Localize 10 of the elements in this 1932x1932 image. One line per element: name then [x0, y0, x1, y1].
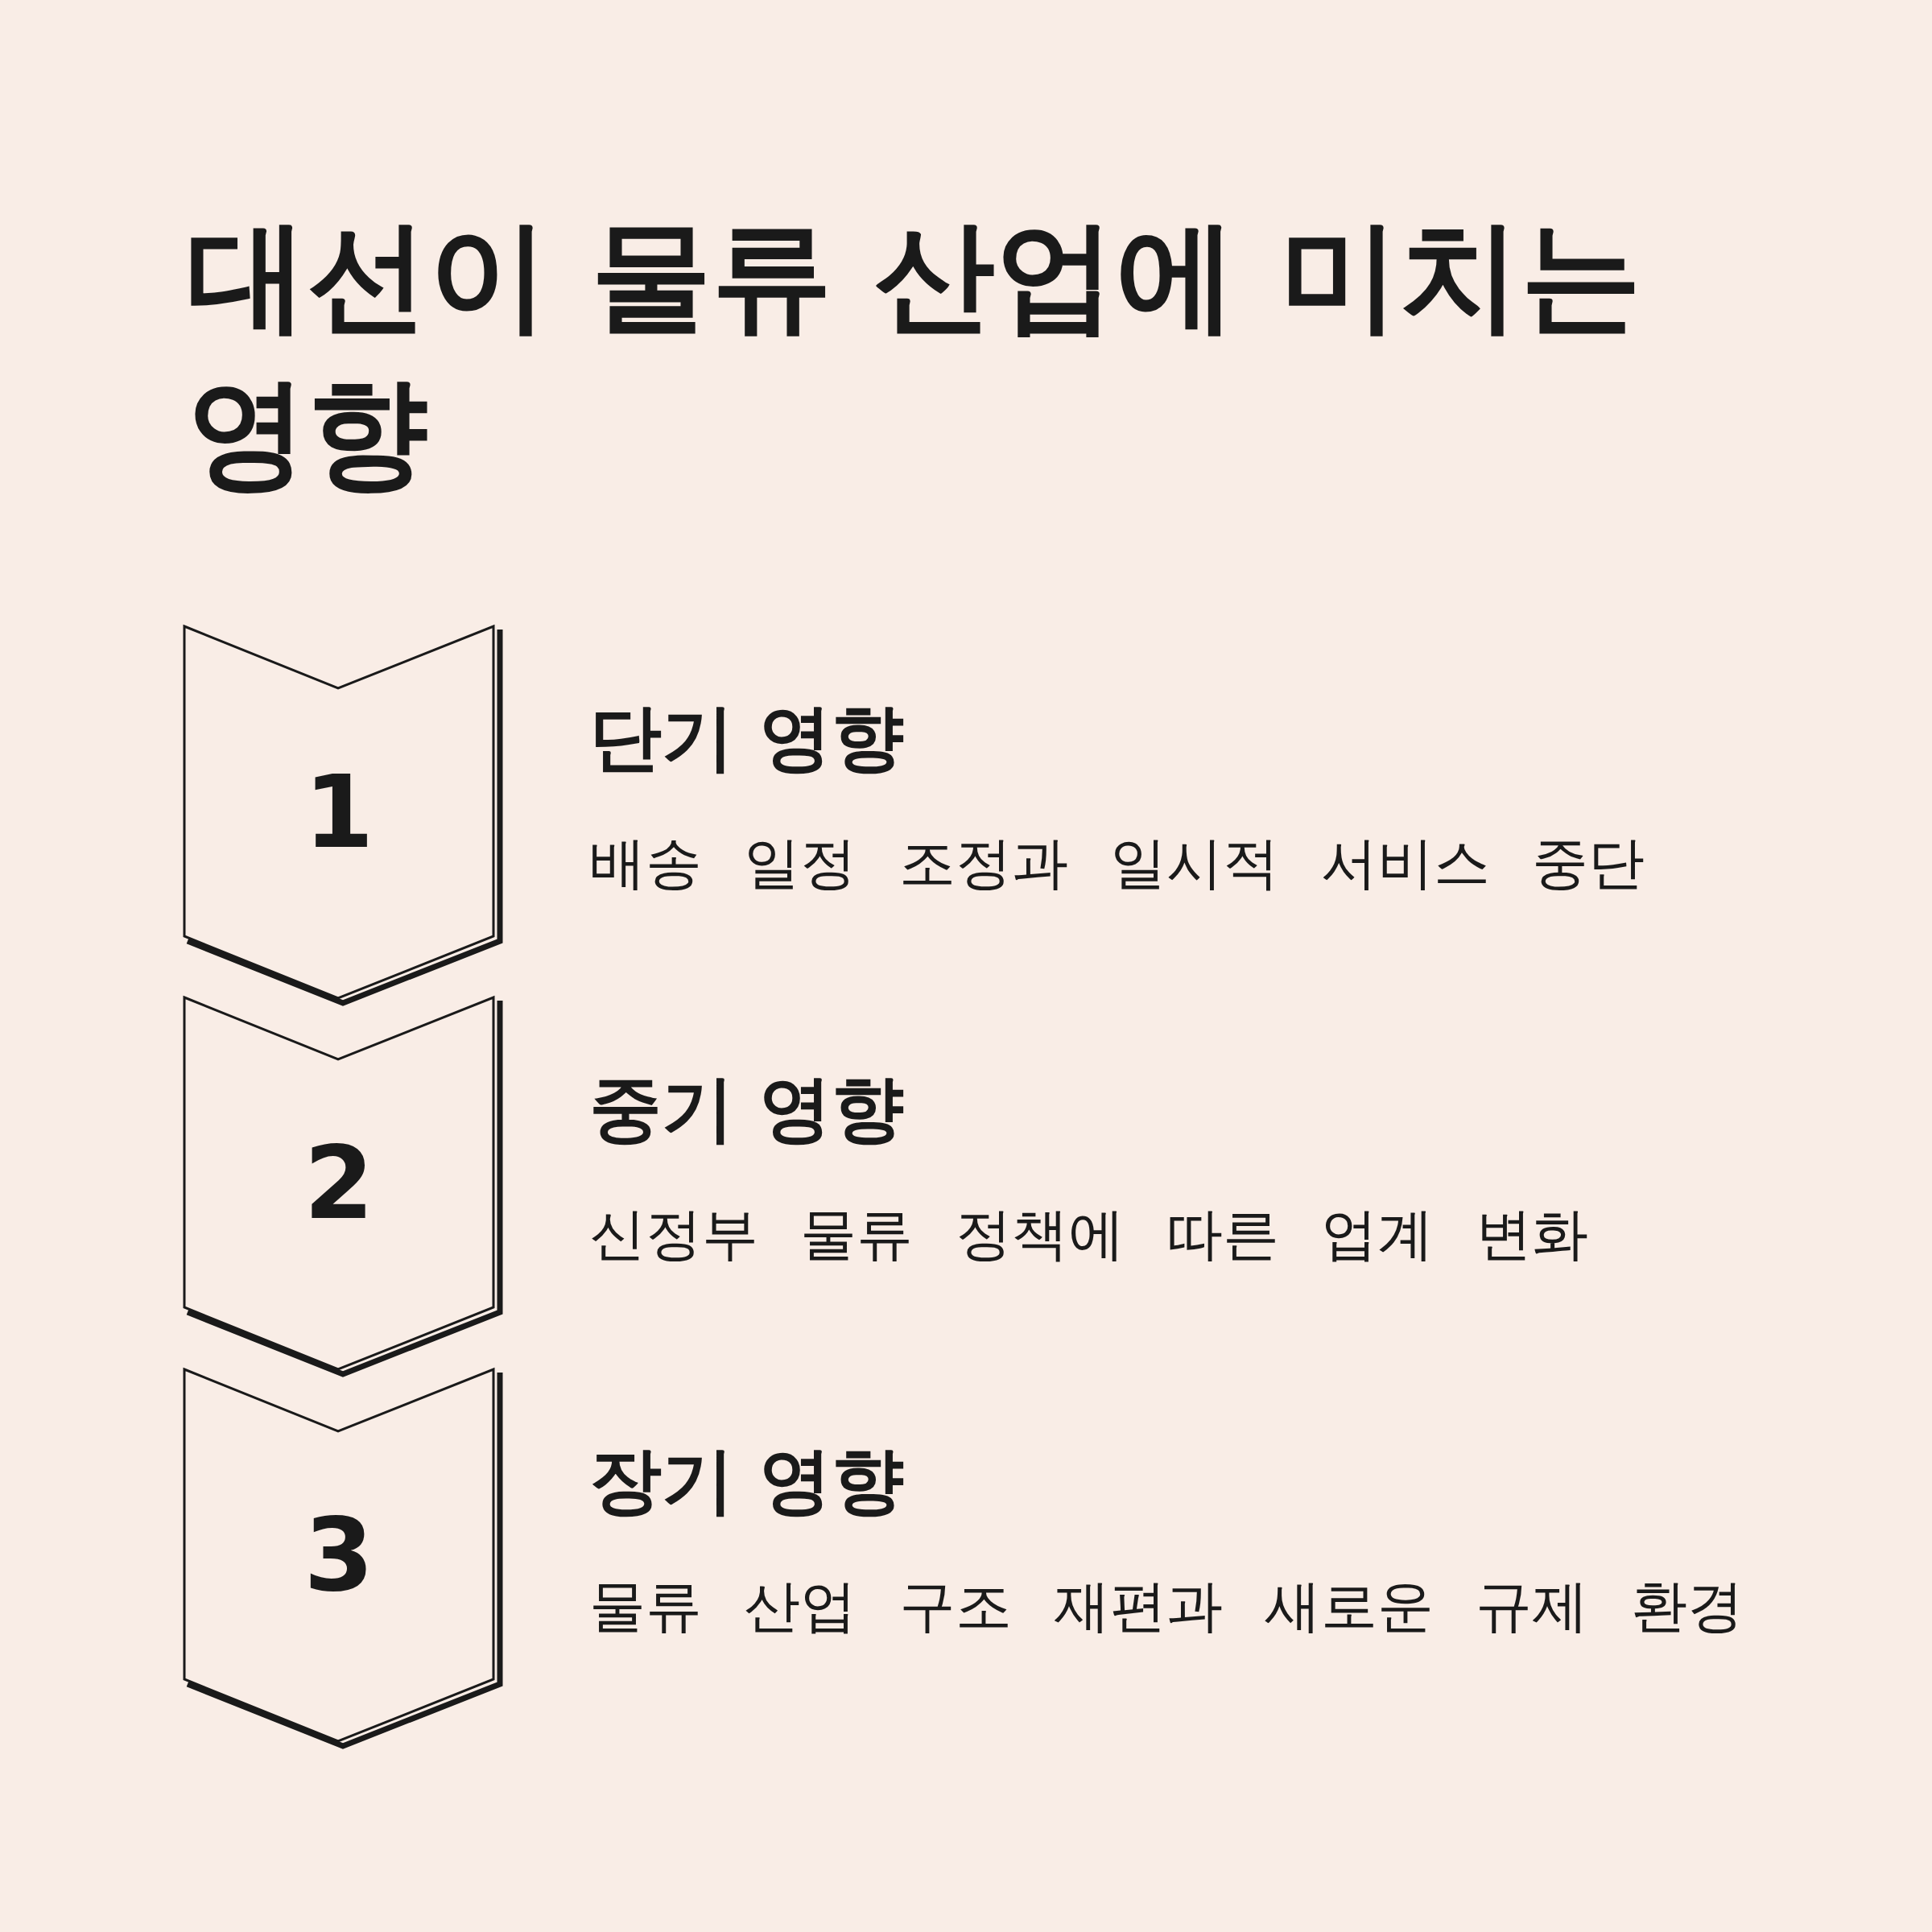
step-number: 2	[303, 1124, 374, 1241]
step-number: 3	[303, 1496, 374, 1613]
step-description: 배송 일정 조정과 일시적 서비스 중단	[589, 829, 1645, 898]
step-heading: 중기 영향	[589, 1065, 905, 1152]
step-number: 1	[303, 753, 374, 870]
title: 대선이 물류 산업에 미치는 영향	[187, 204, 1642, 504]
step-description: 신정부 물류 정책에 따른 업계 변화	[589, 1200, 1589, 1269]
step-description: 물류 산업 구조 재편과 새로운 규제 환경	[589, 1572, 1744, 1641]
step-heading: 단기 영향	[589, 694, 905, 781]
step-heading: 장기 영향	[589, 1437, 905, 1524]
